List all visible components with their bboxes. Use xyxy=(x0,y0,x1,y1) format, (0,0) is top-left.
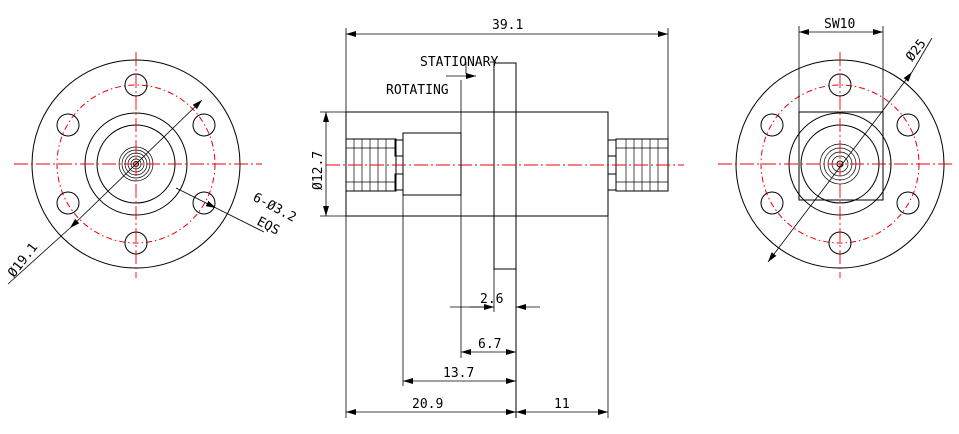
left-bolt-hole xyxy=(192,113,216,137)
dim-left-overall-label: 20.9 xyxy=(412,397,443,412)
left-bolt-hole xyxy=(192,191,216,215)
side-view: 39.1 Ø12.7 STATIONARY ROTATING 2.6 6.7 1… xyxy=(311,18,684,418)
overall-length-label: 39.1 xyxy=(492,18,523,33)
left-pcd-leader xyxy=(7,227,71,285)
flange-diameter-leader xyxy=(911,37,933,73)
dim-flange-label: 2.6 xyxy=(480,292,503,307)
wrench-label: SW10 xyxy=(824,17,855,32)
right-bolt-hole xyxy=(896,113,920,137)
body-diameter-label: Ø12.7 xyxy=(311,151,326,190)
right-end-view: SW10 Ø25 xyxy=(718,17,952,278)
dim-right-overall-label: 11 xyxy=(554,397,570,412)
side-flange xyxy=(493,62,517,270)
left-pcd-label: Ø19.1 xyxy=(5,240,41,280)
left-hole-leader xyxy=(175,187,217,209)
flange-diameter-dimension-line xyxy=(767,71,913,263)
right-bolt-hole xyxy=(896,191,920,215)
rotating-label: ROTATING xyxy=(386,83,449,98)
side-main-body xyxy=(345,111,609,217)
right-bolt-hole xyxy=(760,113,784,137)
dim-rotor-step-label: 6.7 xyxy=(478,337,501,352)
left-end-view: Ø19.1 6-Ø3.2 EQS xyxy=(5,52,299,285)
side-rotor-segment xyxy=(402,132,462,196)
left-pcd-dimension-line xyxy=(69,99,203,229)
dim-rotor-body-label: 13.7 xyxy=(443,366,474,381)
stationary-label: STATIONARY xyxy=(420,55,498,70)
right-bolt-hole xyxy=(760,191,784,215)
left-hole-leader-tail xyxy=(215,207,265,233)
left-bolt-hole xyxy=(56,191,80,215)
left-bolt-hole xyxy=(56,113,80,137)
flange-diameter-label: Ø25 xyxy=(903,37,929,65)
